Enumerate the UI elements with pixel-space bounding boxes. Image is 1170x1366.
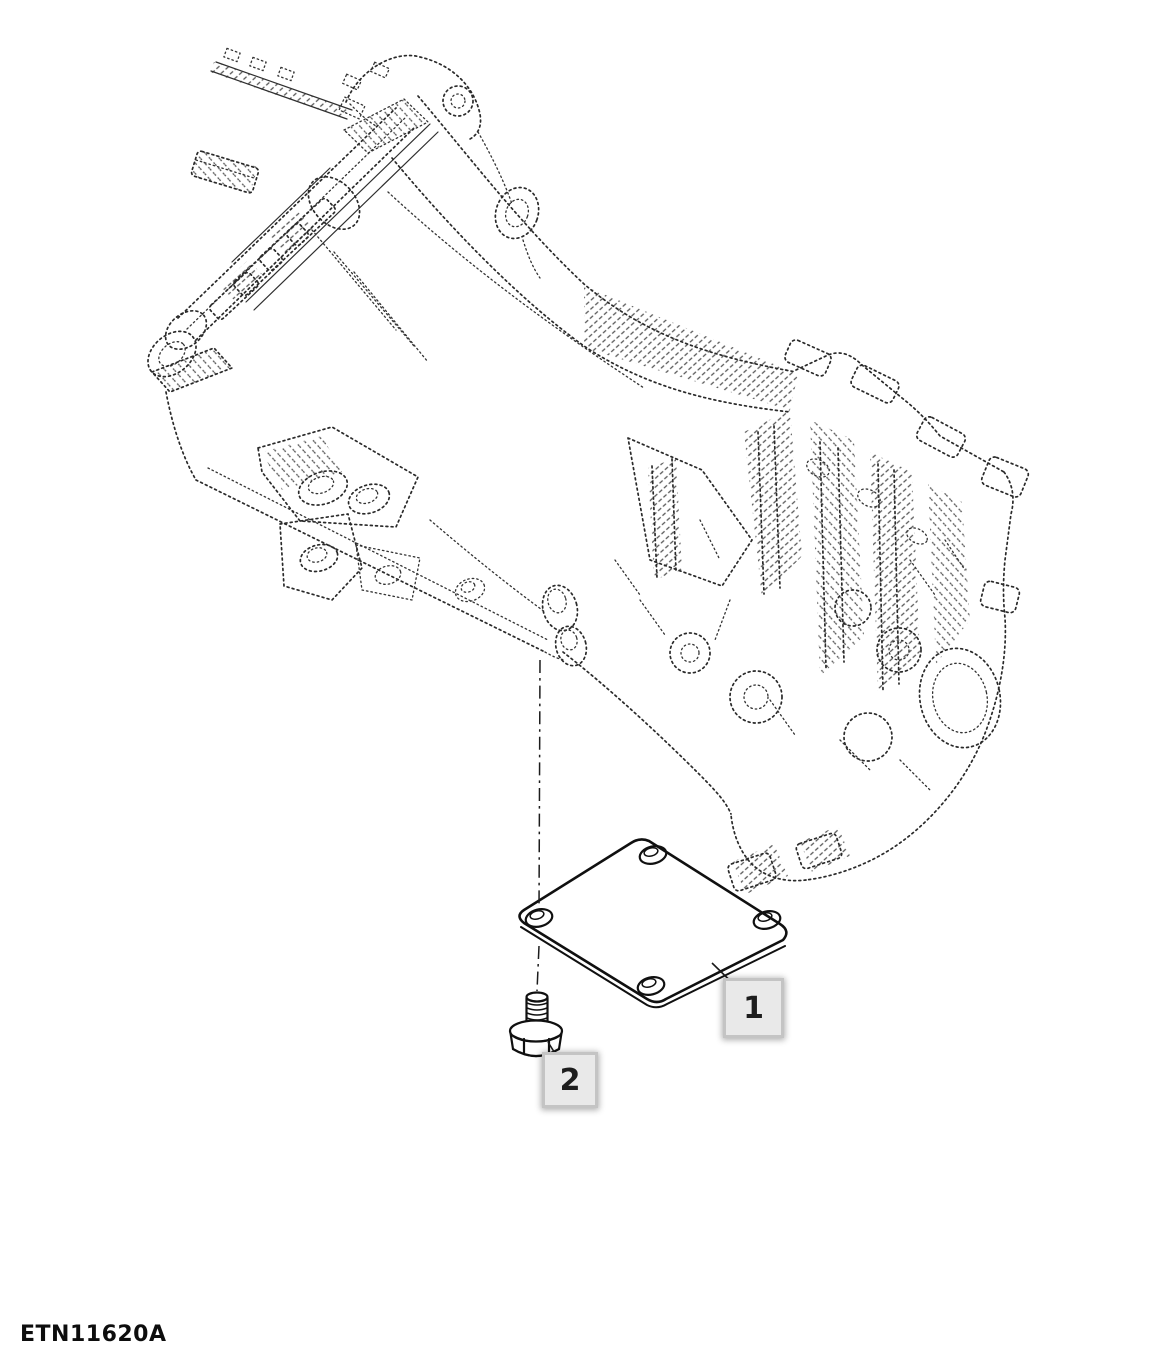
callout-item-2[interactable]: 2 [542, 1052, 598, 1108]
drain-bosses [541, 584, 588, 667]
mid-flange [627, 437, 753, 587]
callout-item-1[interactable]: 1 [723, 978, 784, 1038]
callout-item-1-label: 1 [743, 990, 764, 1026]
top-hump [342, 54, 541, 279]
barrel-sweeps [387, 95, 797, 613]
center-line [536, 659, 541, 992]
callout-item-2-label: 2 [559, 1062, 581, 1098]
cross-bar [190, 150, 260, 194]
figure-code: ETN11620A [20, 1322, 167, 1347]
gearbox-section [562, 339, 1030, 892]
hatch-texture [152, 62, 970, 894]
cover-plate [518, 838, 788, 1009]
mounting-brackets [257, 426, 486, 603]
tube-struts [311, 229, 429, 363]
bottom-edge [195, 467, 566, 661]
tube-end-flange [147, 309, 233, 481]
axle-rail [210, 47, 366, 120]
housing-outline-group [147, 47, 1030, 894]
flange-screw [508, 991, 564, 1058]
